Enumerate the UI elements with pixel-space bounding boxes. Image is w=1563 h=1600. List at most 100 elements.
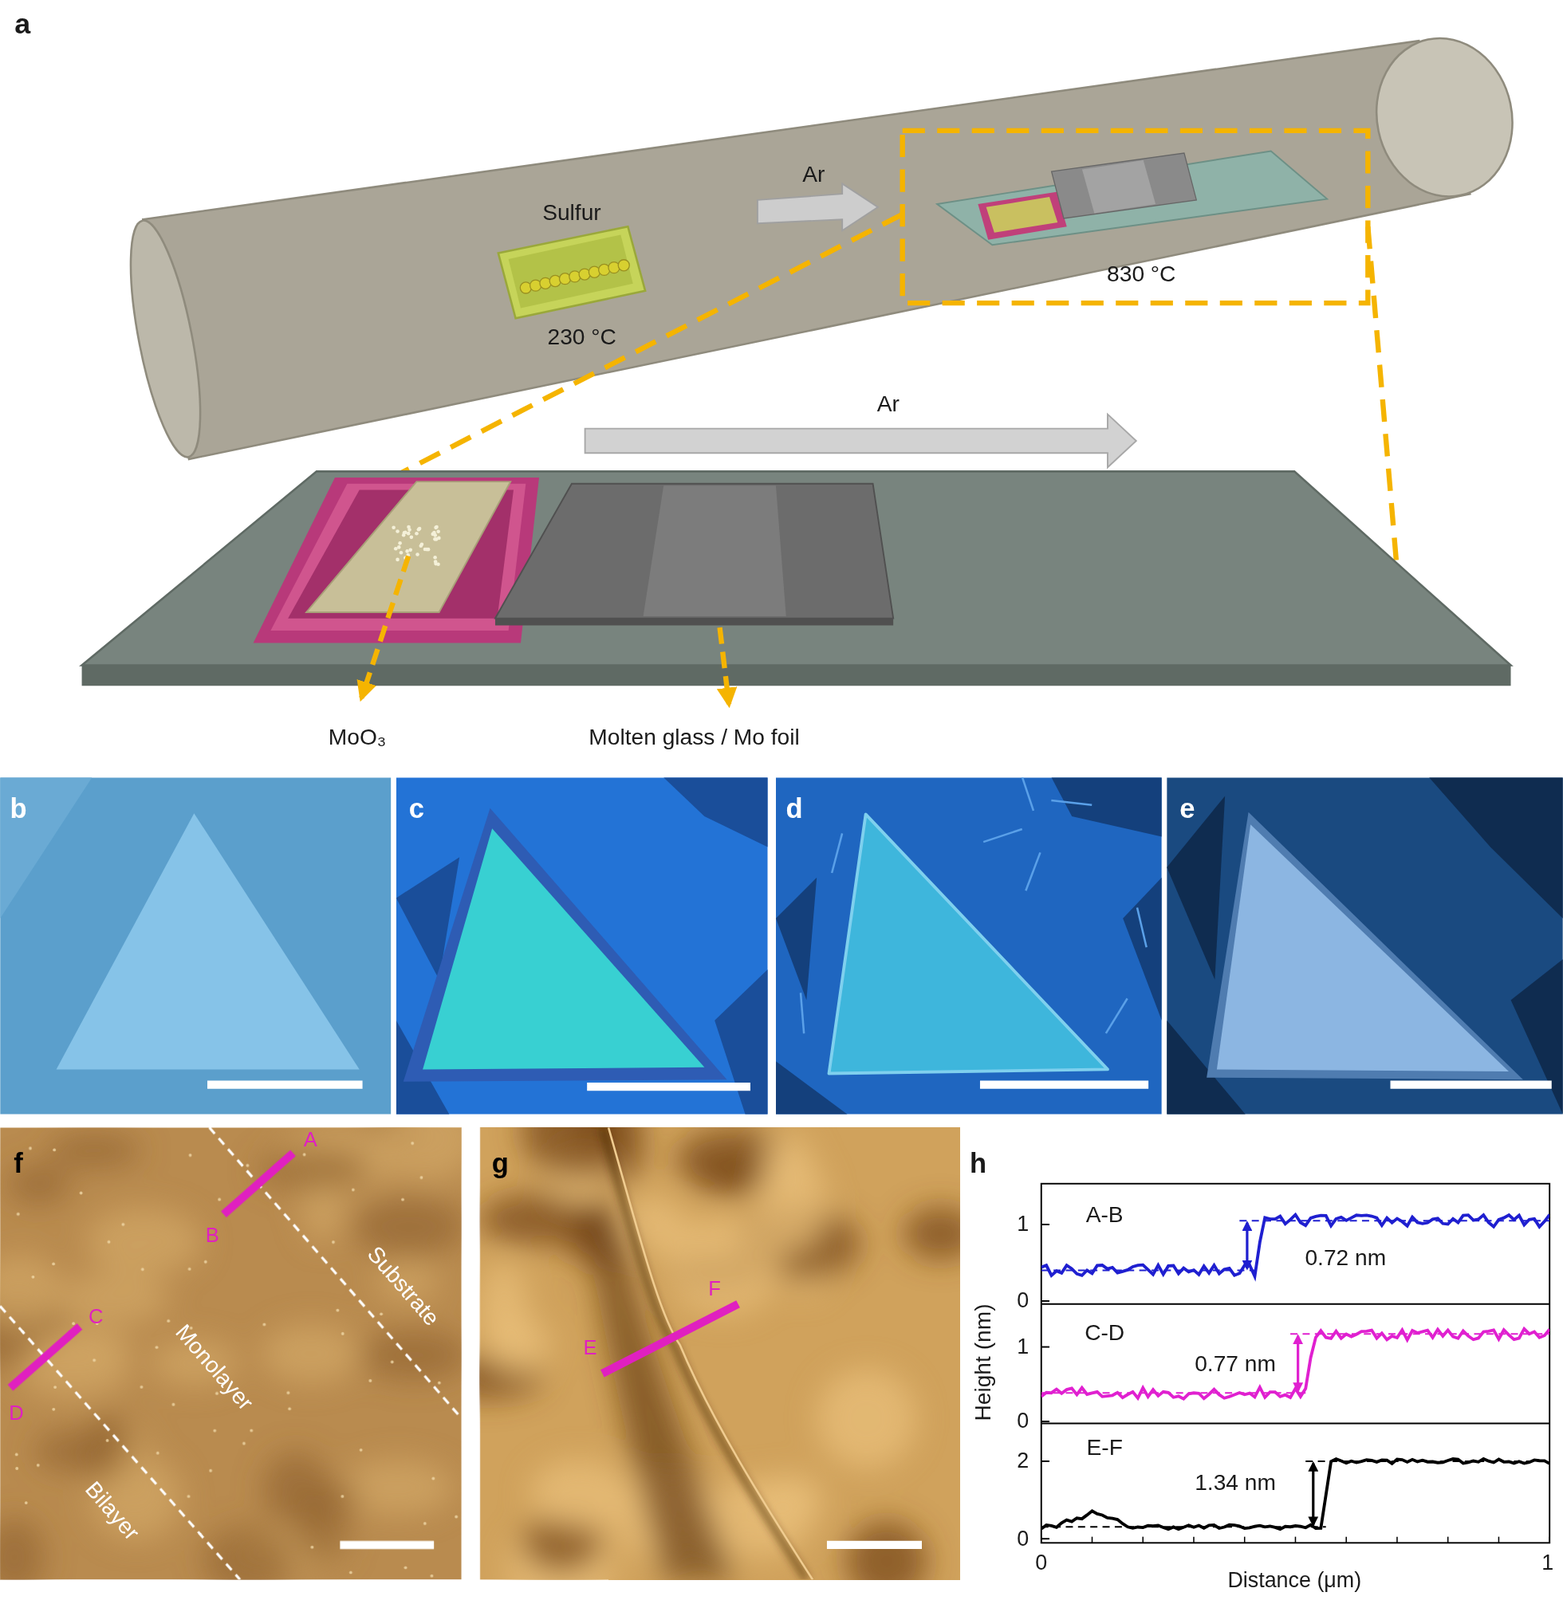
afm-particle: [437, 1381, 441, 1386]
gas-label: Ar: [877, 390, 900, 416]
mo-foil: [1051, 153, 1197, 219]
afm-particle: [188, 1153, 193, 1158]
step-height: 0.72 nm: [1304, 1245, 1386, 1271]
panel-letter: c: [409, 793, 425, 824]
panel-letter: h: [969, 1148, 987, 1179]
afm-particle: [188, 1267, 192, 1272]
point-label: C: [88, 1305, 103, 1328]
crystal-triangle: [422, 828, 705, 1070]
plot-divider: [1041, 1423, 1550, 1426]
sulfur-grain: [618, 259, 630, 272]
moo3-grain: [405, 549, 410, 554]
afm-particle: [454, 1515, 458, 1520]
afm-particle: [106, 1439, 110, 1443]
profile-name: C-D: [1084, 1319, 1125, 1345]
boundary-line: [209, 1127, 462, 1419]
grain-flake: [1051, 777, 1162, 837]
moo3-grain: [433, 555, 438, 560]
scale-bar: [586, 1082, 751, 1091]
micrograph: [775, 777, 1162, 1115]
afm-particle: [15, 1467, 19, 1471]
plate-edge: [82, 665, 1512, 687]
panel-g: [480, 1127, 961, 1580]
tick: [1041, 1346, 1050, 1349]
afm-blob: [340, 1460, 454, 1516]
plate-top: [82, 471, 1512, 666]
afm-particle: [51, 1408, 56, 1412]
axis-title: Distance (μm): [1227, 1569, 1362, 1594]
step-arrow: [1296, 1336, 1300, 1392]
temperature-label: 830 °C: [1106, 261, 1176, 287]
mo-foil-shine: [1082, 160, 1156, 214]
moo3-grain: [425, 547, 430, 552]
crystal-border: [1206, 812, 1524, 1080]
afm-particle: [430, 1574, 434, 1579]
afm-blob: [480, 1262, 529, 1359]
afm-texture: [480, 1127, 961, 1580]
profile-line: [602, 1304, 738, 1375]
afm-particle: [420, 1176, 424, 1180]
afm-particle: [340, 1495, 344, 1499]
crystal-triangle: [56, 813, 360, 1070]
zoom-line: [1367, 226, 1397, 563]
afm-particle: [287, 1407, 292, 1411]
tick-label: 0: [1016, 1410, 1029, 1435]
height-profile: [1041, 1459, 1550, 1530]
level-line: [1239, 1220, 1550, 1222]
afm-particle: [16, 1212, 20, 1217]
tick: [1041, 1538, 1050, 1540]
panel-b: [0, 777, 391, 1115]
moo3-grain: [417, 527, 422, 532]
afm-particle: [349, 1571, 353, 1575]
dendrite: [1106, 999, 1128, 1035]
scale-bar: [826, 1541, 922, 1550]
afm-particle: [79, 1192, 83, 1196]
afm-particle: [410, 1141, 414, 1146]
leader-arrow: [720, 627, 730, 705]
step-height: 0.77 nm: [1194, 1351, 1276, 1377]
afm-shadow: [582, 1204, 736, 1580]
tick-label: 0: [1016, 1527, 1029, 1552]
afm-blob: [352, 1196, 462, 1256]
gas-arrow: [757, 183, 878, 231]
afm-particle: [262, 1322, 266, 1327]
crystal-triangle: [829, 814, 1108, 1074]
afm-particle: [331, 1240, 335, 1245]
tick: [1091, 1537, 1094, 1544]
moo3-grain: [409, 535, 414, 540]
dendrite: [1025, 852, 1040, 891]
afm-particle: [71, 1322, 75, 1326]
panel-c: [396, 777, 768, 1115]
tick-label: 1: [1541, 1551, 1554, 1576]
profile-name: A-B: [1086, 1202, 1124, 1228]
afm-particle: [336, 1309, 340, 1313]
tick-label: 0: [1016, 1289, 1029, 1314]
axis-title: Height (nm): [969, 1304, 995, 1422]
plot-divider: [1041, 1303, 1550, 1306]
afm-texture: [0, 1127, 462, 1580]
crystal-triangle: [1216, 824, 1509, 1072]
tick-label: 2: [1016, 1449, 1029, 1474]
dendrite: [831, 833, 843, 874]
moo3-grain: [395, 529, 400, 534]
afm-particle: [24, 1501, 28, 1505]
afm-particle: [107, 1240, 111, 1245]
dendrite: [1137, 907, 1147, 948]
temperature-label: 230 °C: [547, 324, 617, 350]
plot-frame: [1041, 1184, 1550, 1544]
afm-particle: [208, 1469, 213, 1473]
point-label: F: [708, 1277, 721, 1300]
afm-particle: [303, 1153, 307, 1157]
afm-blob: [816, 1368, 917, 1469]
zoom-box: [902, 130, 1369, 304]
afm-particle: [215, 1392, 219, 1396]
panel-letter: d: [785, 793, 803, 824]
tube-end: [116, 215, 215, 462]
tick: [1041, 1224, 1050, 1226]
grain-flake: [663, 777, 768, 847]
afm-blob: [662, 1216, 783, 1315]
tick: [1345, 1537, 1347, 1544]
tick: [1244, 1537, 1246, 1544]
